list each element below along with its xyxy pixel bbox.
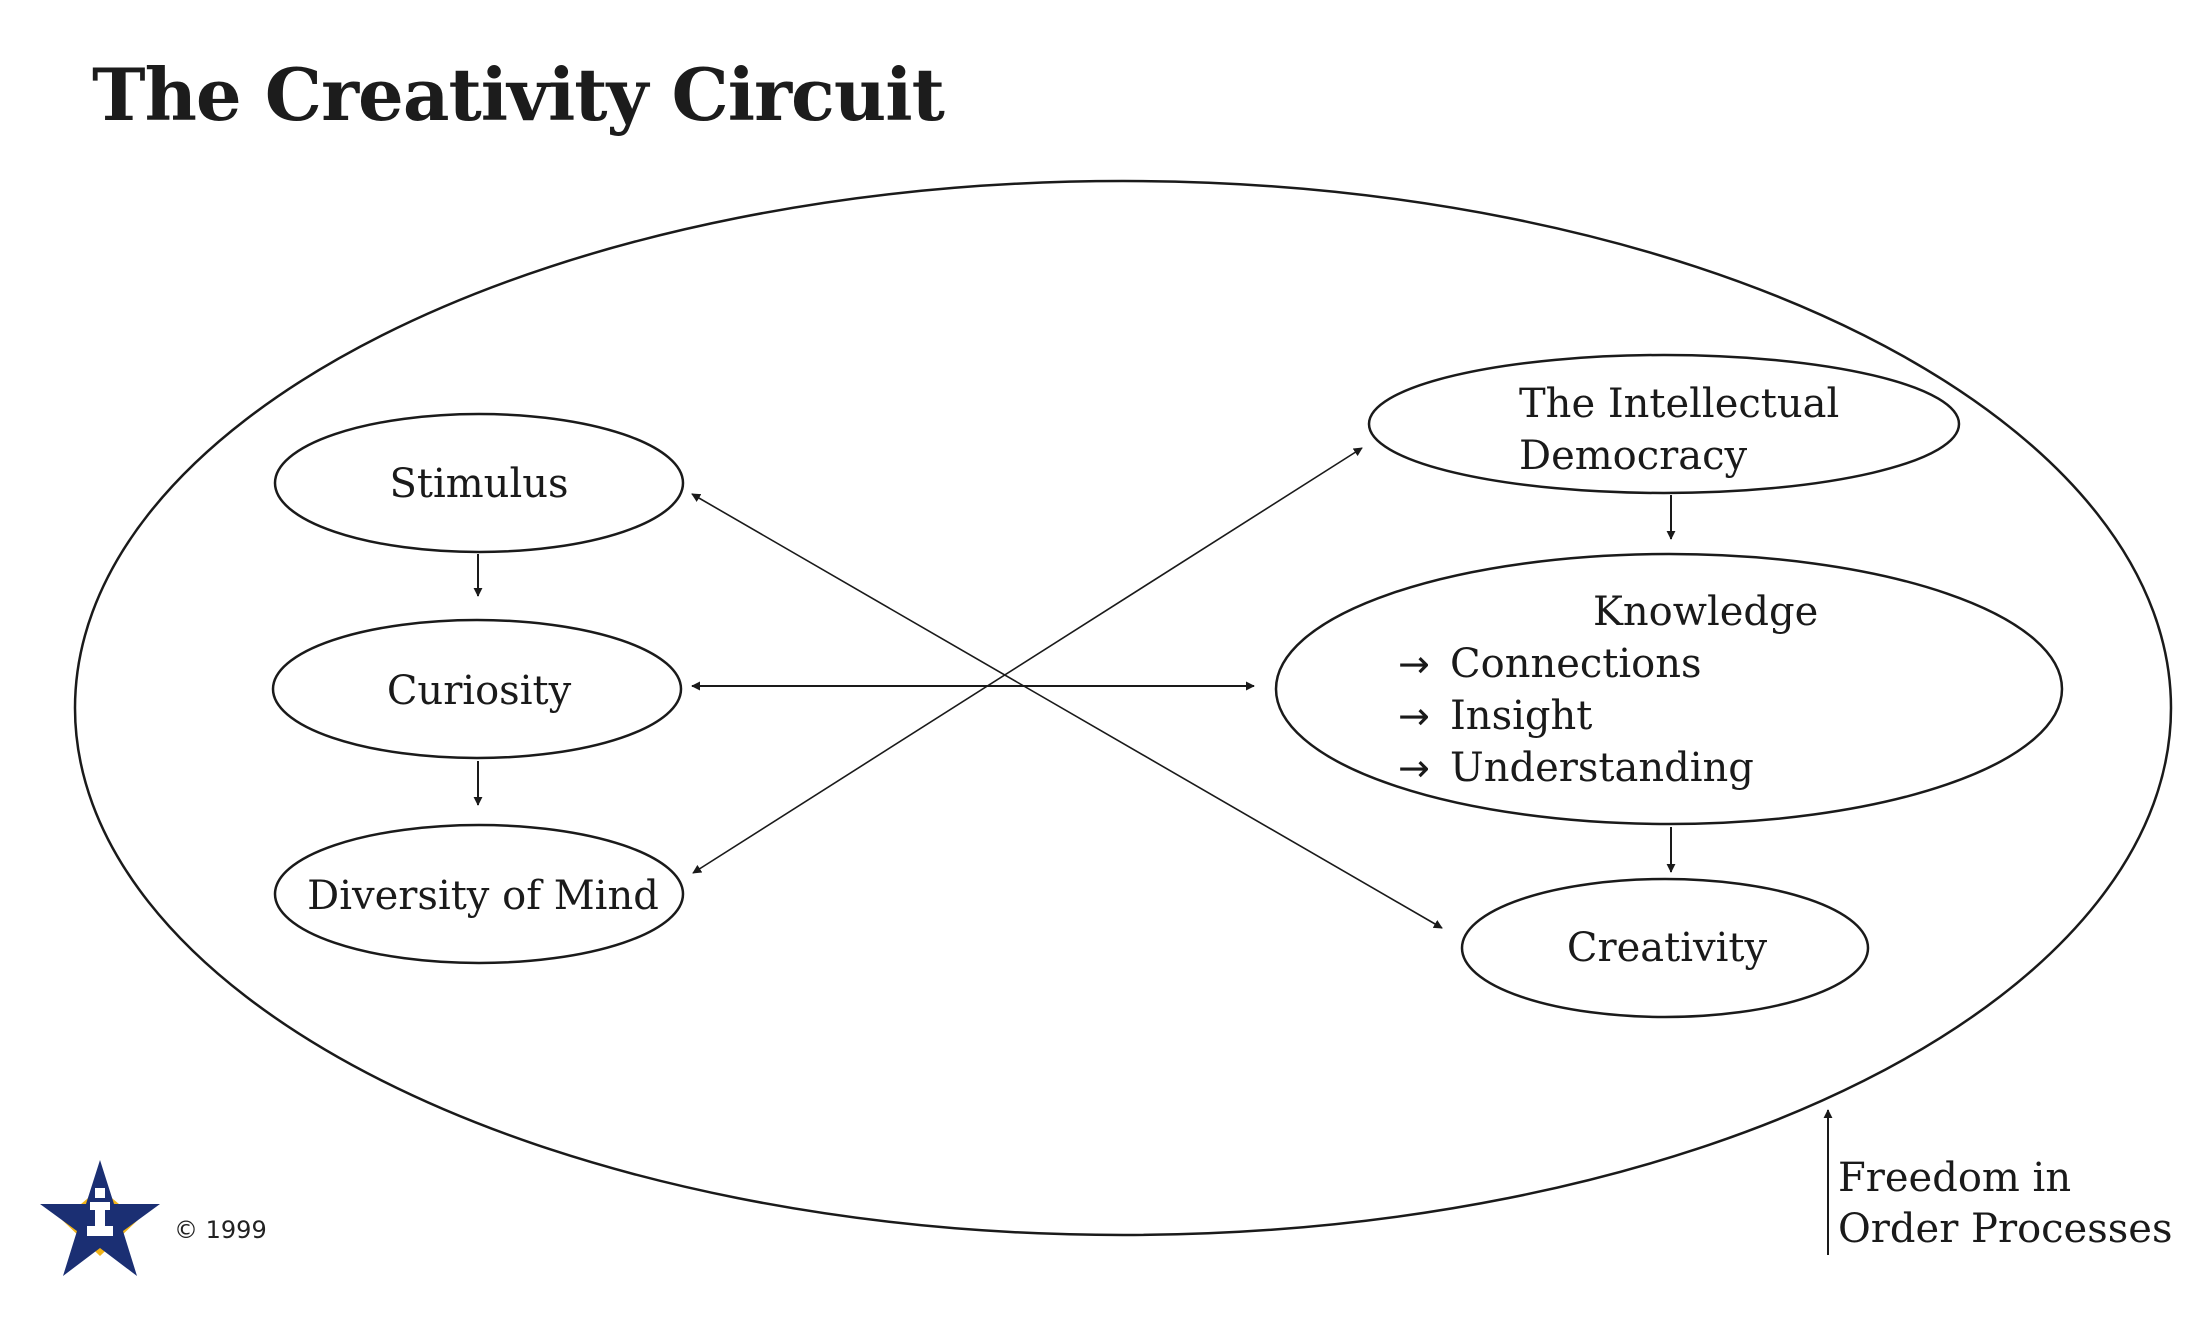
node-knowledge: Knowledge → Connections → Insight → Underst… bbox=[1398, 586, 1818, 794]
node-creativity-label: Creativity bbox=[1566, 925, 1768, 971]
page-title: The Creativity Circuit bbox=[92, 52, 945, 137]
node-stimulus-label: Stimulus bbox=[389, 461, 569, 507]
outer-frame-label-line-2: Order Processes bbox=[1838, 1206, 2173, 1252]
knowledge-item-understanding: → Understanding bbox=[1398, 742, 1818, 794]
arrow-stimulus-creativity bbox=[691, 493, 1443, 929]
node-intellectual-democracy: The Intellectual Democracy bbox=[1519, 378, 1839, 482]
node-diversity-of-mind-label: Diversity of Mind bbox=[307, 873, 659, 919]
node-curiosity-label: Curiosity bbox=[386, 668, 572, 714]
node-knowledge-heading: Knowledge bbox=[1593, 589, 1819, 635]
right-arrow-icon: → bbox=[1398, 642, 1430, 686]
intellectual-democracy-ellipse bbox=[1367, 353, 1961, 495]
right-arrow-icon: → bbox=[1398, 746, 1430, 790]
creativity-ellipse bbox=[1460, 877, 1870, 1019]
curiosity-ellipse bbox=[271, 618, 683, 760]
outer-frame-label: Freedom in Order Processes bbox=[1838, 1153, 2172, 1255]
star-logo-icon bbox=[40, 1160, 160, 1276]
knowledge-item-connections: → Connections bbox=[1398, 638, 1818, 690]
copyright-notice: © 1999 bbox=[174, 1216, 267, 1244]
node-stimulus: Stimulus bbox=[389, 464, 568, 504]
logo-emblem bbox=[87, 1202, 113, 1236]
node-creativity: Creativity bbox=[1567, 928, 1767, 968]
knowledge-item-label: Understanding bbox=[1450, 745, 1754, 791]
diversity-of-mind-ellipse bbox=[273, 823, 685, 965]
node-intellectual-democracy-line-1: The Intellectual bbox=[1519, 381, 1840, 427]
right-arrow-icon: → bbox=[1398, 694, 1430, 738]
outer-frame-ellipse bbox=[73, 179, 2173, 1237]
node-curiosity: Curiosity bbox=[387, 671, 571, 711]
knowledge-item-insight: → Insight bbox=[1398, 690, 1818, 742]
arrow-diversity-democracy bbox=[692, 447, 1363, 874]
outer-frame-label-line-1: Freedom in bbox=[1838, 1155, 2072, 1201]
knowledge-item-label: Insight bbox=[1450, 693, 1593, 739]
knowledge-item-label: Connections bbox=[1450, 641, 1702, 687]
node-diversity-of-mind: Diversity of Mind bbox=[307, 876, 659, 916]
stimulus-ellipse bbox=[273, 412, 685, 554]
node-intellectual-democracy-line-2: Democracy bbox=[1519, 433, 1748, 479]
